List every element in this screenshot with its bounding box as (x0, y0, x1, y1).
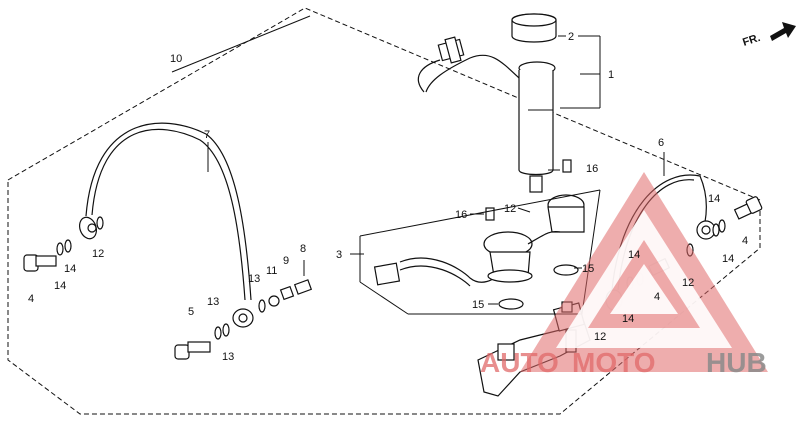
brake-hose-left (78, 122, 254, 328)
callout-13-top: 13 (248, 273, 260, 285)
callout-2: 2 (568, 31, 574, 43)
callout-9: 9 (283, 255, 289, 267)
callout-12-center: 12 (504, 203, 516, 215)
leader-lines (171, 15, 665, 315)
callout-14-f: 14 (622, 313, 634, 325)
banjo-bolt-bottom (174, 295, 280, 360)
callout-13-mid: 13 (207, 296, 219, 308)
callout-labels: 2 1 3 4 4 4 5 6 7 8 9 10 11 12 12 12 12 … (28, 31, 748, 363)
callout-14-a: 14 (64, 263, 76, 275)
callout-13-bottom: 13 (222, 351, 234, 363)
watermark-hub: HUB (706, 347, 767, 378)
callout-11: 11 (266, 265, 277, 277)
callout-4-left: 4 (28, 293, 34, 305)
callout-8: 8 (300, 243, 306, 255)
banjo-bolt-left (23, 216, 104, 272)
callout-1: 1 (608, 69, 614, 81)
callout-4-right-top: 4 (742, 235, 748, 247)
watermark-wordmark: AUTO MOTO HUB (480, 347, 767, 378)
watermark-moto: MOTO (572, 347, 655, 378)
callout-12-right: 12 (682, 277, 694, 289)
watermark-logo (520, 172, 768, 372)
assembly-boundary (7, 7, 761, 415)
callout-14-d: 14 (722, 253, 734, 265)
valve-assembly (373, 194, 585, 310)
callout-4-right-mid: 4 (654, 291, 660, 303)
callout-3: 3 (336, 249, 342, 261)
callout-15-left: 15 (472, 299, 484, 311)
callout-16-top: 16 (586, 163, 598, 175)
front-direction-arrow: FR. (741, 22, 796, 49)
callout-14-b: 14 (54, 280, 66, 292)
watermark-auto: AUTO (480, 347, 559, 378)
callout-16-left: 16 (455, 209, 467, 221)
callout-5: 5 (188, 306, 194, 318)
callout-7: 7 (204, 129, 210, 141)
callout-6: 6 (658, 137, 664, 149)
front-direction-label: FR. (741, 32, 762, 49)
callout-15-right: 15 (582, 263, 594, 275)
reservoir-assembly (417, 13, 557, 193)
bleeder-fitting (279, 260, 313, 301)
callout-14-c: 14 (708, 193, 720, 205)
callout-12-left: 12 (92, 248, 104, 260)
callout-10: 10 (170, 53, 182, 65)
callout-14-e: 14 (628, 249, 640, 261)
callout-12-bottom: 12 (594, 331, 606, 343)
bleeder-screws (485, 159, 572, 221)
